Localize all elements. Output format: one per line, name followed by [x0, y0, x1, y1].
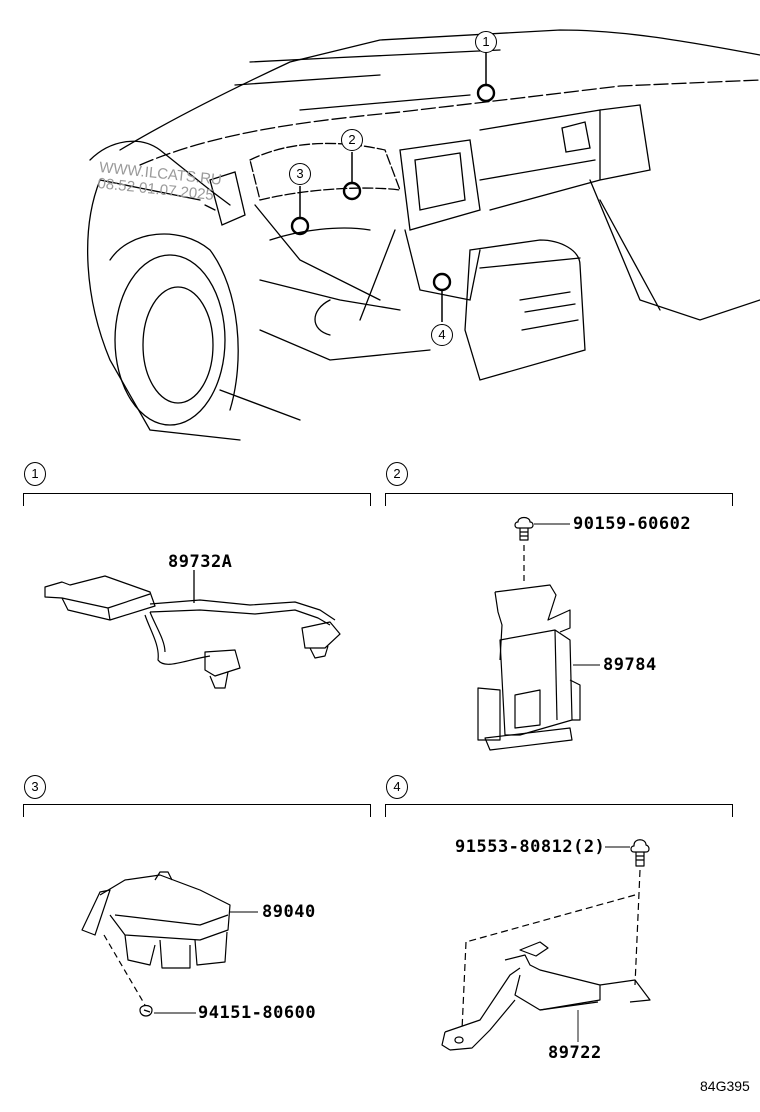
part-90159-60602-drawing	[514, 516, 570, 585]
windshield-outline	[119, 29, 760, 151]
door-panel	[87, 179, 241, 441]
wheel-arch	[109, 233, 239, 411]
part-91553-80812-drawing	[461, 839, 650, 1031]
center-stack-lower	[359, 229, 481, 321]
floor-lines	[219, 299, 431, 421]
part-number-91553-80812[interactable]: 91553-80812(2)	[455, 837, 606, 857]
steering-area	[254, 204, 401, 311]
center-stack	[399, 139, 481, 231]
front-wheel	[114, 254, 226, 426]
right-vent	[561, 121, 591, 153]
section-1-frame	[23, 493, 371, 506]
side-mirror	[204, 171, 246, 226]
part-89040-drawing	[81, 871, 258, 1017]
part-number-89040[interactable]: 89040	[262, 902, 316, 922]
a-pillar	[89, 140, 231, 206]
center-console	[464, 239, 586, 381]
section-4-number[interactable]: 4	[386, 775, 408, 799]
part-89784-drawing	[477, 584, 600, 751]
callout-4-label[interactable]: 4	[431, 324, 453, 346]
dashboard-overview-illustration	[87, 29, 760, 441]
right-kick	[589, 179, 760, 321]
section-2-number[interactable]: 2	[386, 462, 408, 486]
instrument-cluster	[249, 142, 401, 201]
callout-1-marker	[476, 83, 496, 103]
callout-4-marker	[432, 272, 452, 292]
part-number-89722[interactable]: 89722	[548, 1043, 602, 1063]
part-number-89784[interactable]: 89784	[603, 655, 657, 675]
dash-top-edge	[139, 79, 760, 166]
section-3-number[interactable]: 3	[24, 775, 46, 799]
part-89722-drawing	[441, 941, 651, 1051]
console-vents	[519, 291, 579, 331]
callout-1-label[interactable]: 1	[475, 31, 497, 53]
section-4-frame	[385, 804, 733, 817]
callout-2-label[interactable]: 2	[341, 129, 363, 151]
part-89732a-drawing	[44, 570, 341, 689]
part-number-94151-80600[interactable]: 94151-80600	[198, 1003, 317, 1023]
section-2-frame	[385, 493, 733, 506]
diagram-code: 84G395	[700, 1078, 750, 1094]
front-wheel-hub	[142, 286, 214, 404]
part-number-89732a[interactable]: 89732A	[168, 552, 233, 572]
part-number-90159-60602[interactable]: 90159-60602	[573, 514, 692, 534]
callout-3-label[interactable]: 3	[289, 163, 311, 185]
right-dash	[479, 104, 651, 211]
section-3-frame	[23, 804, 371, 817]
dash-upper-panel	[234, 49, 501, 111]
callout-3-marker	[290, 216, 310, 236]
callout-2-marker	[342, 181, 362, 201]
section-1-number[interactable]: 1	[24, 462, 46, 486]
